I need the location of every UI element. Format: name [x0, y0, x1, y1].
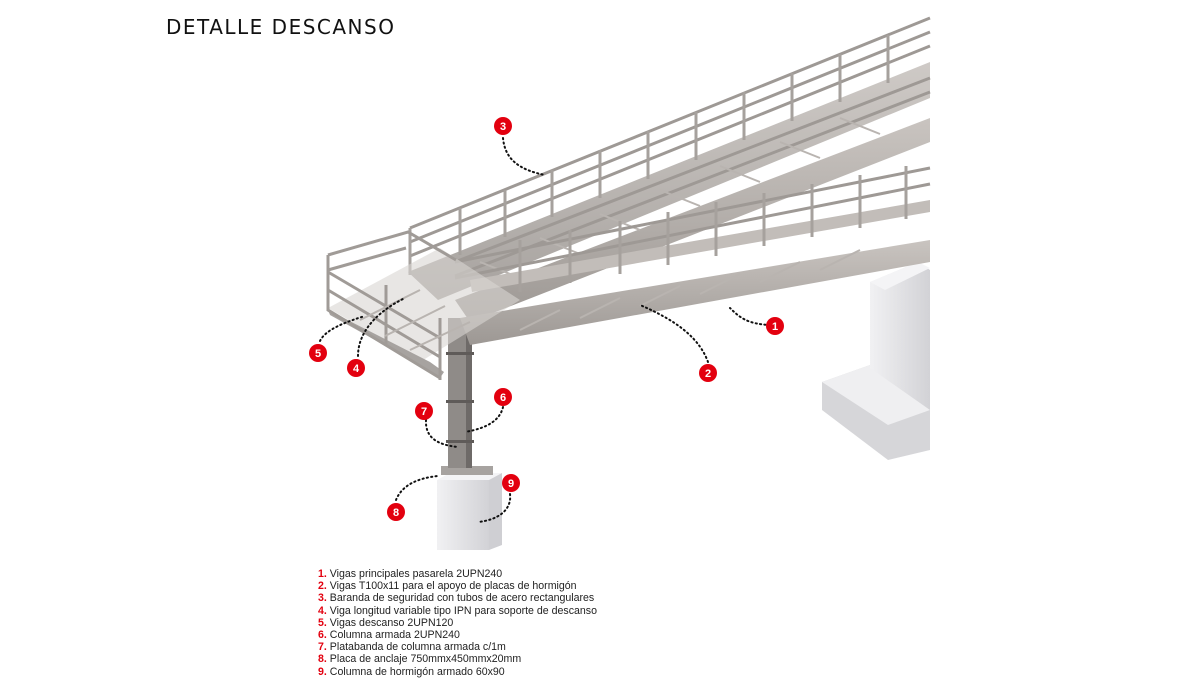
diagram-title: DETALLE DESCANSO: [166, 15, 396, 39]
callout-7: 7: [415, 402, 433, 420]
legend-item: 3. Baranda de seguridad con tubos de ace…: [318, 592, 595, 605]
svg-text:3: 3: [500, 121, 506, 133]
callout-5: 5: [309, 344, 327, 362]
legend-item: 8. Placa de anclaje 750mmx450mmx20mm: [318, 653, 522, 666]
legend-item: 6. Columna armada 2UPN240: [318, 629, 460, 642]
lower-stair-flight: [454, 166, 931, 345]
svg-text:6: 6: [500, 392, 506, 404]
callout-2: 2: [699, 364, 717, 382]
svg-text:1: 1: [772, 321, 778, 333]
legend-item: 2. Vigas T100x11 para el apoyo de placas…: [318, 580, 577, 593]
callout-8: 8: [387, 503, 405, 521]
callout-9: 9: [502, 474, 520, 492]
upper-stair-flight: [408, 16, 931, 322]
legend-list: 1. Vigas principales pasarela 2UPN240 2.…: [318, 568, 597, 678]
callout-6: 6: [494, 388, 512, 406]
landing-platform: [326, 230, 520, 380]
svg-text:5: 5: [315, 348, 321, 360]
svg-text:7: 7: [421, 406, 427, 418]
svg-text:8: 8: [393, 507, 399, 519]
callout-3: 3: [494, 117, 512, 135]
right-concrete-pier: [822, 262, 930, 460]
concrete-column: [437, 466, 502, 550]
svg-text:2: 2: [705, 368, 711, 380]
callout-4: 4: [347, 359, 365, 377]
svg-text:4: 4: [353, 363, 360, 375]
steel-column: [446, 318, 474, 468]
anchor-plate: [441, 466, 493, 475]
legend-item: 7. Platabanda de columna armada c/1m: [318, 641, 506, 654]
callout-1: 1: [766, 317, 784, 335]
legend-item: 4. Viga longitud variable tipo IPN para …: [318, 604, 597, 617]
svg-text:9: 9: [508, 478, 514, 490]
leader-lines: [319, 137, 771, 523]
legend-item: 1. Vigas principales pasarela 2UPN240: [318, 568, 503, 580]
legend-item: 5. Vigas descanso 2UPN120: [318, 616, 454, 629]
legend-item: 9. Columna de hormigón armado 60x90: [318, 665, 505, 678]
